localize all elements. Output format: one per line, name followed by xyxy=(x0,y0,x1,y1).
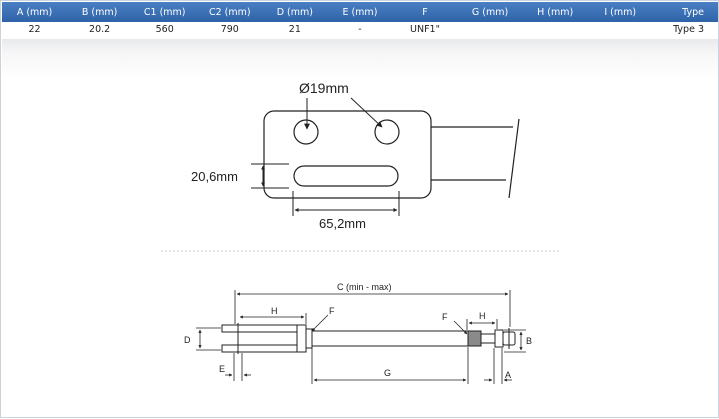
hole-diameter-label: Ø19mm xyxy=(299,80,349,96)
h-right-label: H xyxy=(479,311,486,321)
header-f: F xyxy=(392,2,458,22)
a-dimension xyxy=(484,348,512,384)
h-left-dimension xyxy=(239,313,307,324)
slot-height-dimension xyxy=(251,163,289,189)
header-e: E (mm) xyxy=(327,2,393,22)
plate-outline xyxy=(263,110,432,199)
header-type: Type xyxy=(652,2,718,22)
rod xyxy=(311,330,469,347)
e-label: E xyxy=(219,364,225,374)
spec-data-row: 22 20.2 560 790 21 - UNF1" Type 3 xyxy=(2,22,718,37)
cell-type: Type 3 xyxy=(652,22,718,37)
header-a: A (mm) xyxy=(2,2,68,22)
rod-end-shank xyxy=(480,333,496,344)
g-label: G xyxy=(384,368,391,378)
f-leaders xyxy=(311,314,468,335)
slot-length-label: 65,2mm xyxy=(319,216,366,231)
slot xyxy=(293,165,399,187)
a-label: A xyxy=(505,370,511,380)
spec-header-row: A (mm) B (mm) C1 (mm) C2 (mm) D (mm) E (… xyxy=(2,2,718,22)
header-c2: C2 (mm) xyxy=(197,2,263,22)
hole-left xyxy=(293,119,319,145)
cell-e: - xyxy=(327,22,393,37)
c-label: C (min - max) xyxy=(337,282,392,292)
right-nut xyxy=(467,330,482,347)
cell-g xyxy=(457,22,523,37)
hole-diameter-leaders xyxy=(304,97,383,130)
cell-b: 20.2 xyxy=(67,22,133,37)
cell-i xyxy=(587,22,653,37)
header-i: I (mm) xyxy=(587,2,653,22)
f-left-label: F xyxy=(329,306,335,316)
rod-end-eye xyxy=(494,329,504,348)
header-h: H (mm) xyxy=(522,2,588,22)
spec-table: A (mm) B (mm) C1 (mm) C2 (mm) D (mm) E (… xyxy=(2,2,718,37)
fork-upper-prong xyxy=(221,324,307,333)
c-dimension xyxy=(234,290,511,327)
slot-length-dimension xyxy=(292,191,400,216)
cell-f: UNF1" xyxy=(392,22,458,37)
cell-h xyxy=(522,22,588,37)
b-dimension xyxy=(504,329,526,353)
plate-top-view xyxy=(263,110,520,199)
fork-lower-prong xyxy=(221,344,307,353)
e-dimension xyxy=(225,353,251,381)
hole-right xyxy=(374,119,400,145)
cell-c2: 790 xyxy=(197,22,263,37)
d-dimension xyxy=(196,327,221,351)
d-label: D xyxy=(184,335,191,345)
f-right-label: F xyxy=(442,312,448,322)
g-dimension xyxy=(311,347,469,384)
header-g: G (mm) xyxy=(457,2,523,22)
header-c1: C1 (mm) xyxy=(132,2,198,22)
cell-a: 22 xyxy=(2,22,68,37)
cell-c1: 560 xyxy=(132,22,198,37)
side-view xyxy=(221,323,516,354)
fork-body xyxy=(296,324,307,353)
header-b: B (mm) xyxy=(67,2,133,22)
left-nut xyxy=(305,328,313,349)
slot-height-label: 20,6mm xyxy=(191,169,238,184)
drawing-background xyxy=(2,39,718,417)
cell-d: 21 xyxy=(262,22,328,37)
h-right-dimension xyxy=(466,319,498,330)
h-left-label: H xyxy=(271,306,278,316)
b-label: B xyxy=(526,336,532,346)
header-d: D (mm) xyxy=(262,2,328,22)
break-line xyxy=(508,118,520,199)
